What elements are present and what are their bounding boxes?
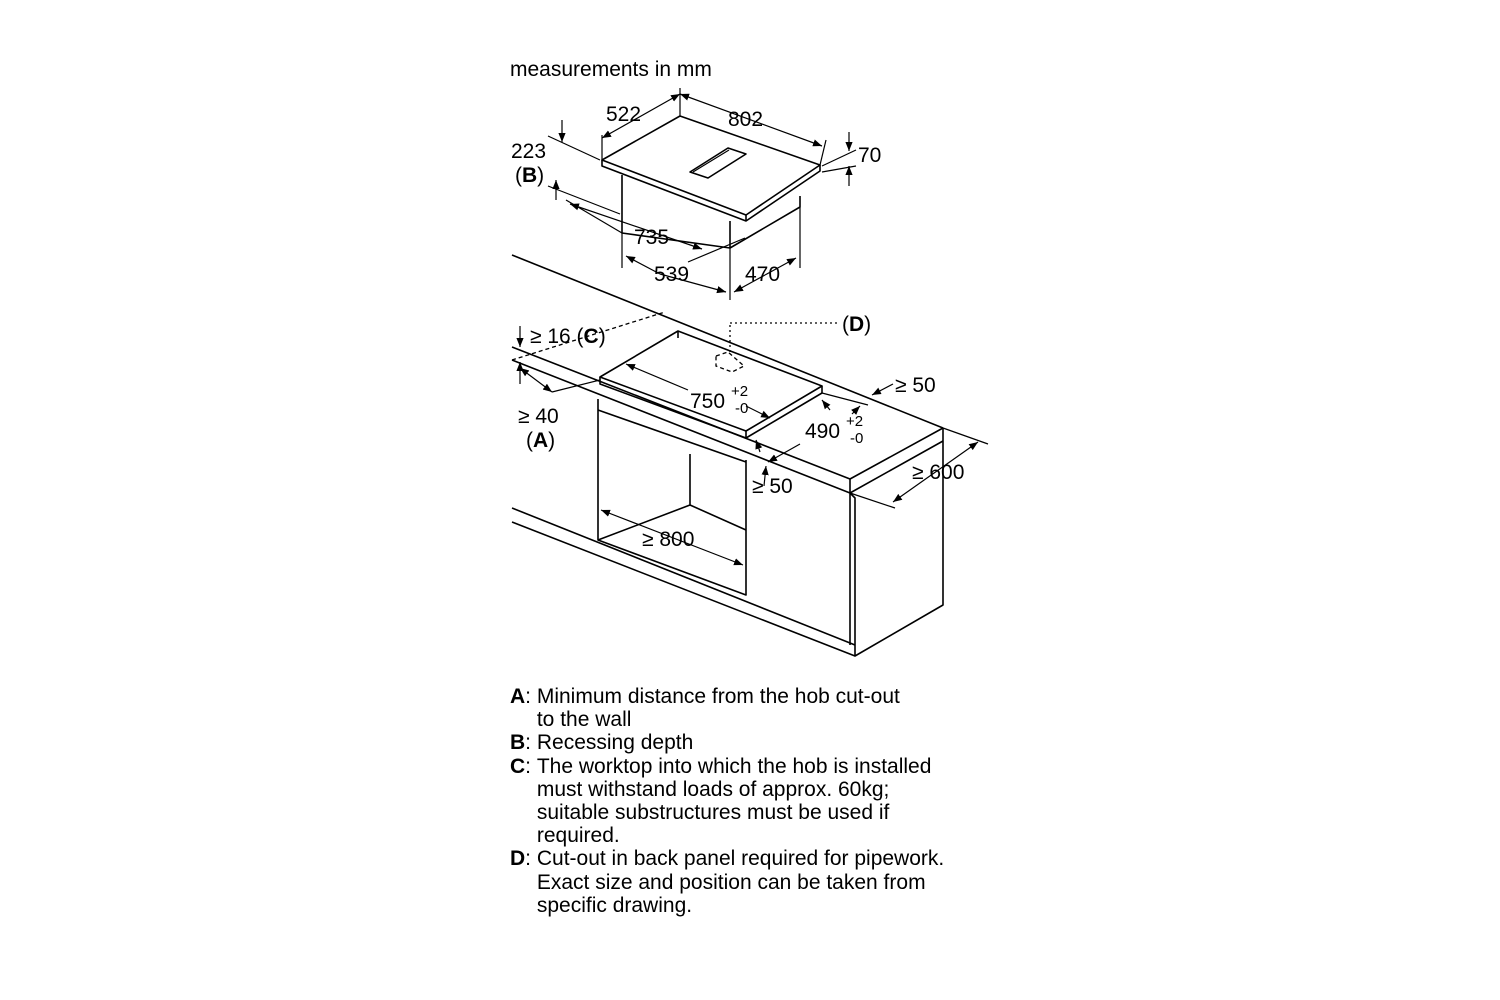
legend-text: Cut-out in back panel required for pipew…: [536, 847, 945, 917]
cutout-depth-tol-minus: -0: [850, 430, 863, 447]
hob-plate-front-edge: [601, 160, 821, 222]
worktop-bottom-front: [511, 359, 944, 494]
ref-d-label: (D): [842, 313, 871, 336]
cutout-width-label: 750: [690, 390, 725, 413]
thickness-label: ≥ 16 (C): [530, 325, 606, 348]
legend-item-d: D: Cut-out in back panel required for pi…: [510, 847, 1030, 917]
ref-a-label: (A): [526, 429, 555, 452]
rear-clearance-label: ≥ 50: [895, 374, 936, 397]
cutout-depth-label: 490: [805, 420, 840, 443]
hob-depth-label: 522: [606, 103, 641, 126]
hob-cutout: [599, 330, 823, 432]
front-clearance-label: ≥ 50: [752, 475, 793, 498]
cabinet-outline: [597, 399, 747, 596]
body-depth-b-label: 470: [745, 263, 780, 286]
worktop-depth-label: ≥ 600: [912, 461, 964, 484]
plinth: [511, 507, 856, 646]
wall-distance-label: ≥ 40: [518, 405, 559, 428]
rear-panel-cutout: [715, 351, 746, 373]
body-depth-a-label: 539: [654, 263, 689, 286]
hob-top-plate: [601, 115, 821, 216]
cabinet-width-label: ≥ 800: [642, 528, 694, 551]
legend-text: Minimum distance from the hob cut-out to…: [536, 685, 900, 732]
legend-item-c: C: The worktop into which the hob is ins…: [510, 755, 1030, 848]
recess-depth-label: 223: [511, 140, 546, 163]
vent-slot: [689, 147, 747, 179]
legend-item-b: B: Recessing depth: [510, 731, 1030, 754]
legend-text: Recessing depth: [536, 731, 694, 755]
legend-text: The worktop into which the hob is instal…: [536, 754, 932, 848]
units-note: measurements in mm: [510, 58, 712, 81]
legend-key: B: [510, 731, 526, 755]
cutout-width-tol-minus: -0: [735, 400, 748, 417]
hob-width-label: 802: [728, 108, 763, 131]
cutout-width-tol-plus: +2: [731, 383, 748, 400]
worktop-back-edge: [511, 254, 944, 429]
ref-b-label: (B): [515, 164, 544, 187]
cutout-depth-tol-plus: +2: [846, 413, 863, 430]
legend-key: C: [510, 754, 526, 778]
worktop-top-front: [511, 346, 944, 480]
hob-drawing: 522 802 70 223 (B) 735 539 470: [511, 88, 881, 300]
hob-height-label: 70: [858, 144, 881, 167]
body-width-label: 735: [634, 226, 669, 249]
legend-key: D: [510, 847, 526, 871]
worktop-drawing: (D) ≥ 16 (C) ≥ 40 (A) 750 +2 -0 490 +2 -…: [511, 254, 989, 657]
legend-key: A: [510, 685, 526, 708]
legend-item-a: A: Minimum distance from the hob cut-out…: [510, 685, 1030, 731]
legend: A: Minimum distance from the hob cut-out…: [510, 685, 1030, 917]
